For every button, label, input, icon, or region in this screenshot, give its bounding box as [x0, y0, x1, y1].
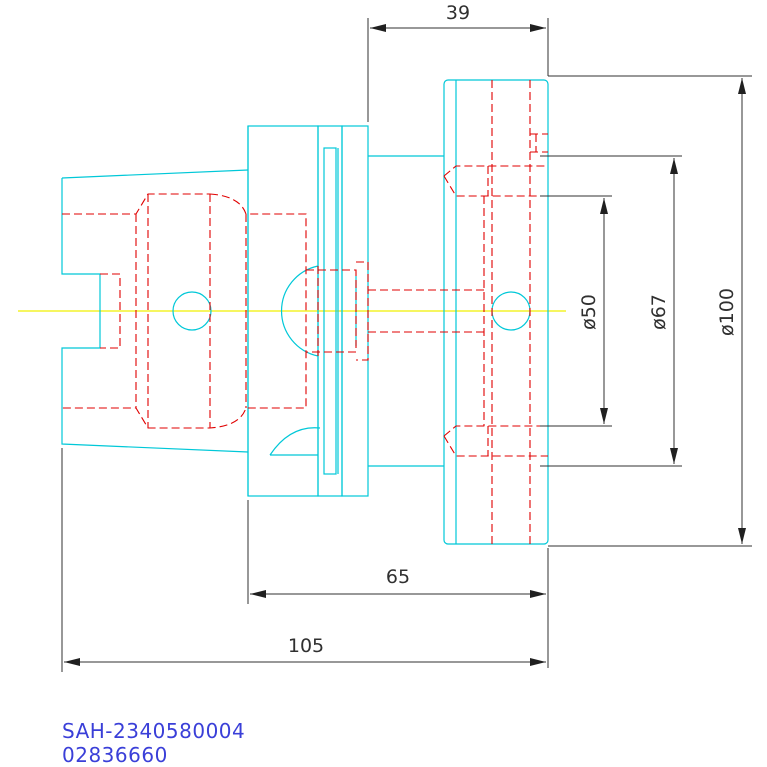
dim-65: 65 [386, 566, 410, 588]
dim-dia-50: ø50 [578, 294, 600, 330]
part-number-label: SAH-2340580004 [62, 719, 246, 743]
part-outline [61, 79, 549, 545]
order-number-label: 02836660 [62, 743, 168, 767]
dim-39: 39 [446, 2, 470, 24]
dimension-lines [61, 18, 752, 672]
dim-dia-100: ø100 [716, 288, 738, 336]
hidden-lines [62, 80, 548, 544]
dim-dia-67: ø67 [648, 294, 670, 330]
dim-105: 105 [288, 635, 324, 657]
